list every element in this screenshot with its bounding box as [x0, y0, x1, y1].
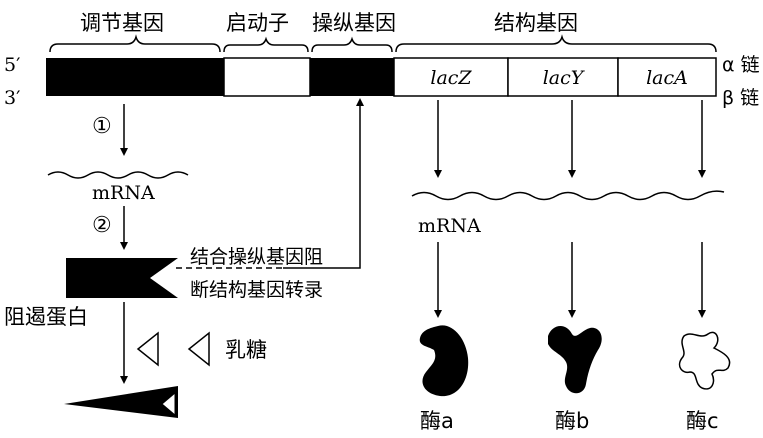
enzyme-b-shape — [548, 325, 602, 394]
step2-label: ② — [92, 213, 112, 238]
repressor-protein-shape — [66, 258, 178, 298]
step1-label: ① — [92, 114, 112, 139]
structural-mrna-strand — [411, 190, 725, 201]
operator-gene-brace — [311, 36, 393, 53]
enzyme-a-shape — [419, 325, 469, 397]
regulatory-gene-label: 调节基因 — [80, 11, 164, 35]
five-prime-label: 5′ — [4, 54, 20, 76]
lacz-segment — [393, 57, 509, 97]
structural-mrna-label: mRNA — [418, 215, 481, 237]
binding-note-line1: 结合操纵基因阻 — [190, 246, 323, 268]
structural-genes-label: 结构基因 — [494, 11, 578, 35]
enzyme-b-label: 酶b — [555, 409, 589, 433]
operator-gene-segment — [310, 58, 394, 96]
alpha-chain-label: α 链 — [722, 54, 760, 76]
laca-label: lacA — [646, 67, 688, 89]
regulatory-mrna-label: mRNA — [92, 182, 155, 204]
regulatory-gene-brace — [49, 34, 221, 53]
promoter-brace — [223, 36, 309, 53]
promoter-label: 启动子 — [226, 11, 289, 35]
lacy-label: lacY — [543, 67, 586, 89]
regulatory-gene-segment — [46, 58, 224, 96]
beta-chain-label: β 链 — [722, 87, 759, 109]
lactose-triangle-right — [187, 331, 210, 367]
inactive-repressor-shape — [64, 386, 178, 418]
structural-genes-brace — [395, 34, 717, 53]
lacz-label: lacZ — [430, 67, 472, 89]
enzyme-c-label: 酶c — [686, 409, 719, 433]
binding-note-line2: 断结构基因转录 — [190, 279, 323, 301]
operator-gene-label: 操纵基因 — [312, 11, 396, 35]
enzyme-a-label: 酶a — [420, 409, 454, 433]
lactose-label: 乳糖 — [225, 338, 267, 362]
bound-lactose-triangle — [161, 391, 176, 417]
three-prime-label: 3′ — [4, 87, 20, 109]
enzyme-c-shape — [678, 331, 731, 390]
regulatory-mrna-strand — [47, 171, 189, 179]
promoter-segment — [223, 57, 311, 97]
lactose-triangle-left — [136, 331, 159, 367]
lacy-segment — [507, 57, 619, 97]
repressor-protein-label: 阻遏蛋白 — [4, 305, 88, 329]
laca-segment — [617, 57, 717, 97]
binding-connector — [283, 98, 364, 269]
